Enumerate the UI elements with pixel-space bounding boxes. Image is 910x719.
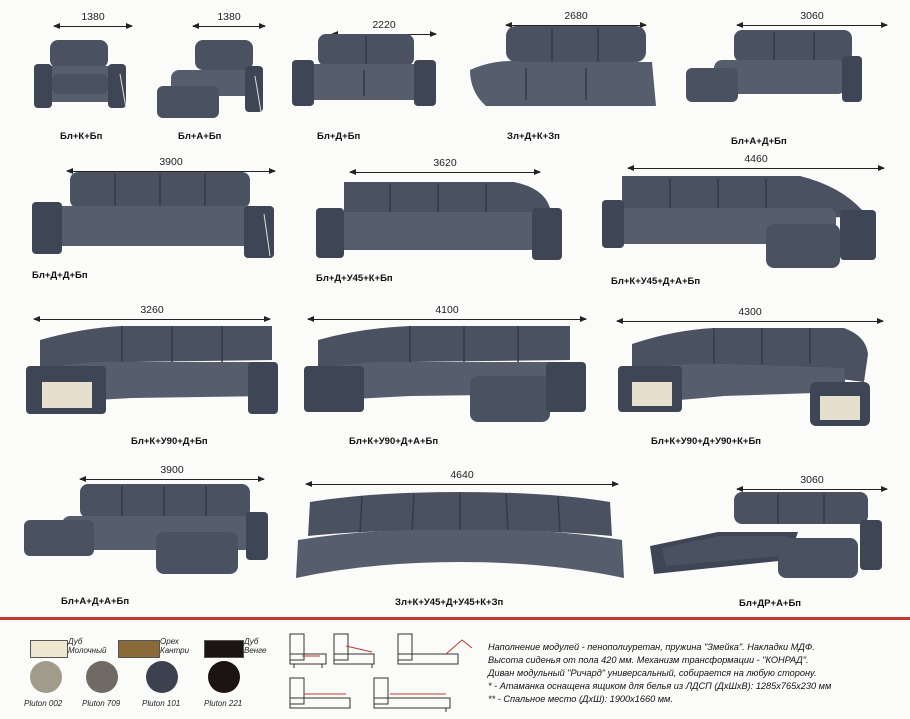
dimension-arrow: 1380 — [192, 11, 266, 32]
mechanism-step-2 — [333, 633, 375, 668]
configuration-code: Бл+Д+Д+Бп — [32, 270, 88, 281]
note-line: Высота сиденья от пола 420 мм. Механизм … — [488, 655, 809, 665]
dimension-arrow: 3060 — [736, 10, 888, 31]
note-line: * - Атаманка оснащена ящиком для белья и… — [488, 681, 832, 691]
configuration-code: Бл+К+У90+Д+А+Бп — [349, 436, 439, 447]
dimension-label: 3900 — [160, 464, 184, 476]
sofa-image — [155, 36, 267, 122]
configuration-code: Бл+А+Бп — [178, 131, 222, 142]
configuration-code: Бл+К+У90+Д+Бп — [131, 436, 208, 447]
dimension-arrow: 3900 — [66, 156, 276, 177]
fabric-swatch-label: Pluton 002 — [24, 699, 63, 708]
configuration-code: Бл+А+Д+А+Бп — [61, 596, 130, 607]
configuration-code: Бл+К+Бп — [60, 131, 103, 142]
wood-swatch-wenge — [204, 640, 244, 658]
dimension-label: 4100 — [435, 304, 459, 316]
mechanism-step-1 — [289, 633, 327, 668]
dimension-arrow: 4100 — [307, 304, 587, 325]
fabric-swatch-pluton-709 — [86, 661, 118, 693]
dimension-label: 4300 — [738, 306, 762, 318]
transformation-mechanism-diagram — [286, 630, 478, 716]
fabric-swatch-pluton-221 — [208, 661, 240, 693]
note-line: ** - Спальное место (ДхШ): 1900x1660 мм. — [488, 694, 673, 704]
wood-swatch-label: Орех Кантри — [160, 637, 190, 655]
dimension-label: 3900 — [159, 156, 183, 168]
note-line: Наполнение модулей - пенополиуретан, пру… — [488, 642, 815, 652]
dimension-label: 2220 — [372, 19, 396, 31]
footer-divider — [0, 617, 910, 620]
fabric-swatch-label: Pluton 221 — [204, 699, 243, 708]
sofa-image — [466, 22, 660, 114]
dimension-arrow: 4460 — [627, 153, 885, 174]
fabric-swatch-label: Pluton 101 — [142, 699, 181, 708]
configuration-code: Зл+Д+К+Зп — [507, 131, 560, 142]
wood-swatch-walnut — [118, 640, 160, 658]
wood-swatch-label: Дуб Венге — [244, 637, 267, 655]
dimension-arrow: 3900 — [79, 464, 265, 485]
dimension-arrow: 2680 — [505, 10, 647, 31]
sofa-image — [648, 488, 884, 584]
dimension-label: 4640 — [450, 469, 474, 481]
wood-swatch-milk-oak — [30, 640, 68, 658]
sofa-image — [30, 34, 130, 114]
configuration-code: Бл+К+У45+Д+А+Бп — [611, 276, 701, 287]
sofa-image — [300, 320, 592, 428]
dimension-arrow: 1380 — [53, 11, 133, 32]
note-line: Диван модульный "Ричард" универсальный, … — [488, 668, 817, 678]
configuration-code: Бл+ДР+А+Бп — [739, 598, 802, 609]
sofa-image — [30, 168, 276, 262]
dimension-arrow: 4300 — [616, 306, 884, 327]
dimension-arrow: 3260 — [33, 304, 271, 325]
sofa-image — [288, 30, 440, 114]
sofa-image — [600, 170, 880, 274]
sofa-image — [614, 322, 878, 430]
configuration-code: Бл+Д+Бп — [317, 131, 361, 142]
configuration-code: Бл+Д+У45+К+Бп — [316, 273, 393, 284]
dimension-label: 2680 — [564, 10, 588, 22]
configuration-code: Зл+К+У45+Д+У45+К+Зп — [395, 597, 504, 608]
sofa-image — [22, 320, 284, 420]
dimension-label: 4460 — [744, 153, 768, 165]
dimension-arrow: 3060 — [736, 474, 888, 495]
fabric-swatch-pluton-002 — [30, 661, 62, 693]
wood-swatch-label: Дуб Молочный — [68, 637, 107, 655]
fabric-swatch-pluton-101 — [146, 661, 178, 693]
dimension-arrow: 4640 — [305, 469, 619, 490]
sofa-image — [684, 26, 864, 110]
mechanism-step-3 — [397, 633, 473, 665]
mechanism-step-4 — [289, 677, 351, 709]
configuration-code: Бл+К+У90+Д+У90+К+Бп — [651, 436, 762, 447]
dimension-label: 1380 — [217, 11, 241, 23]
dimension-label: 3060 — [800, 474, 824, 486]
mechanism-step-5 — [373, 677, 451, 712]
dimension-label: 3620 — [433, 157, 457, 169]
sofa-image — [22, 480, 270, 578]
configuration-code: Бл+А+Д+Бп — [731, 136, 787, 147]
dimension-arrow: 3620 — [349, 157, 541, 178]
sofa-image — [290, 488, 630, 590]
dimension-label: 3060 — [800, 10, 824, 22]
product-notes: Наполнение модулей - пенополиуретан, пру… — [488, 641, 903, 706]
dimension-label: 1380 — [81, 11, 105, 23]
fabric-swatch-label: Pluton 709 — [82, 699, 121, 708]
dimension-label: 3260 — [140, 304, 164, 316]
sofa-image — [314, 174, 564, 264]
